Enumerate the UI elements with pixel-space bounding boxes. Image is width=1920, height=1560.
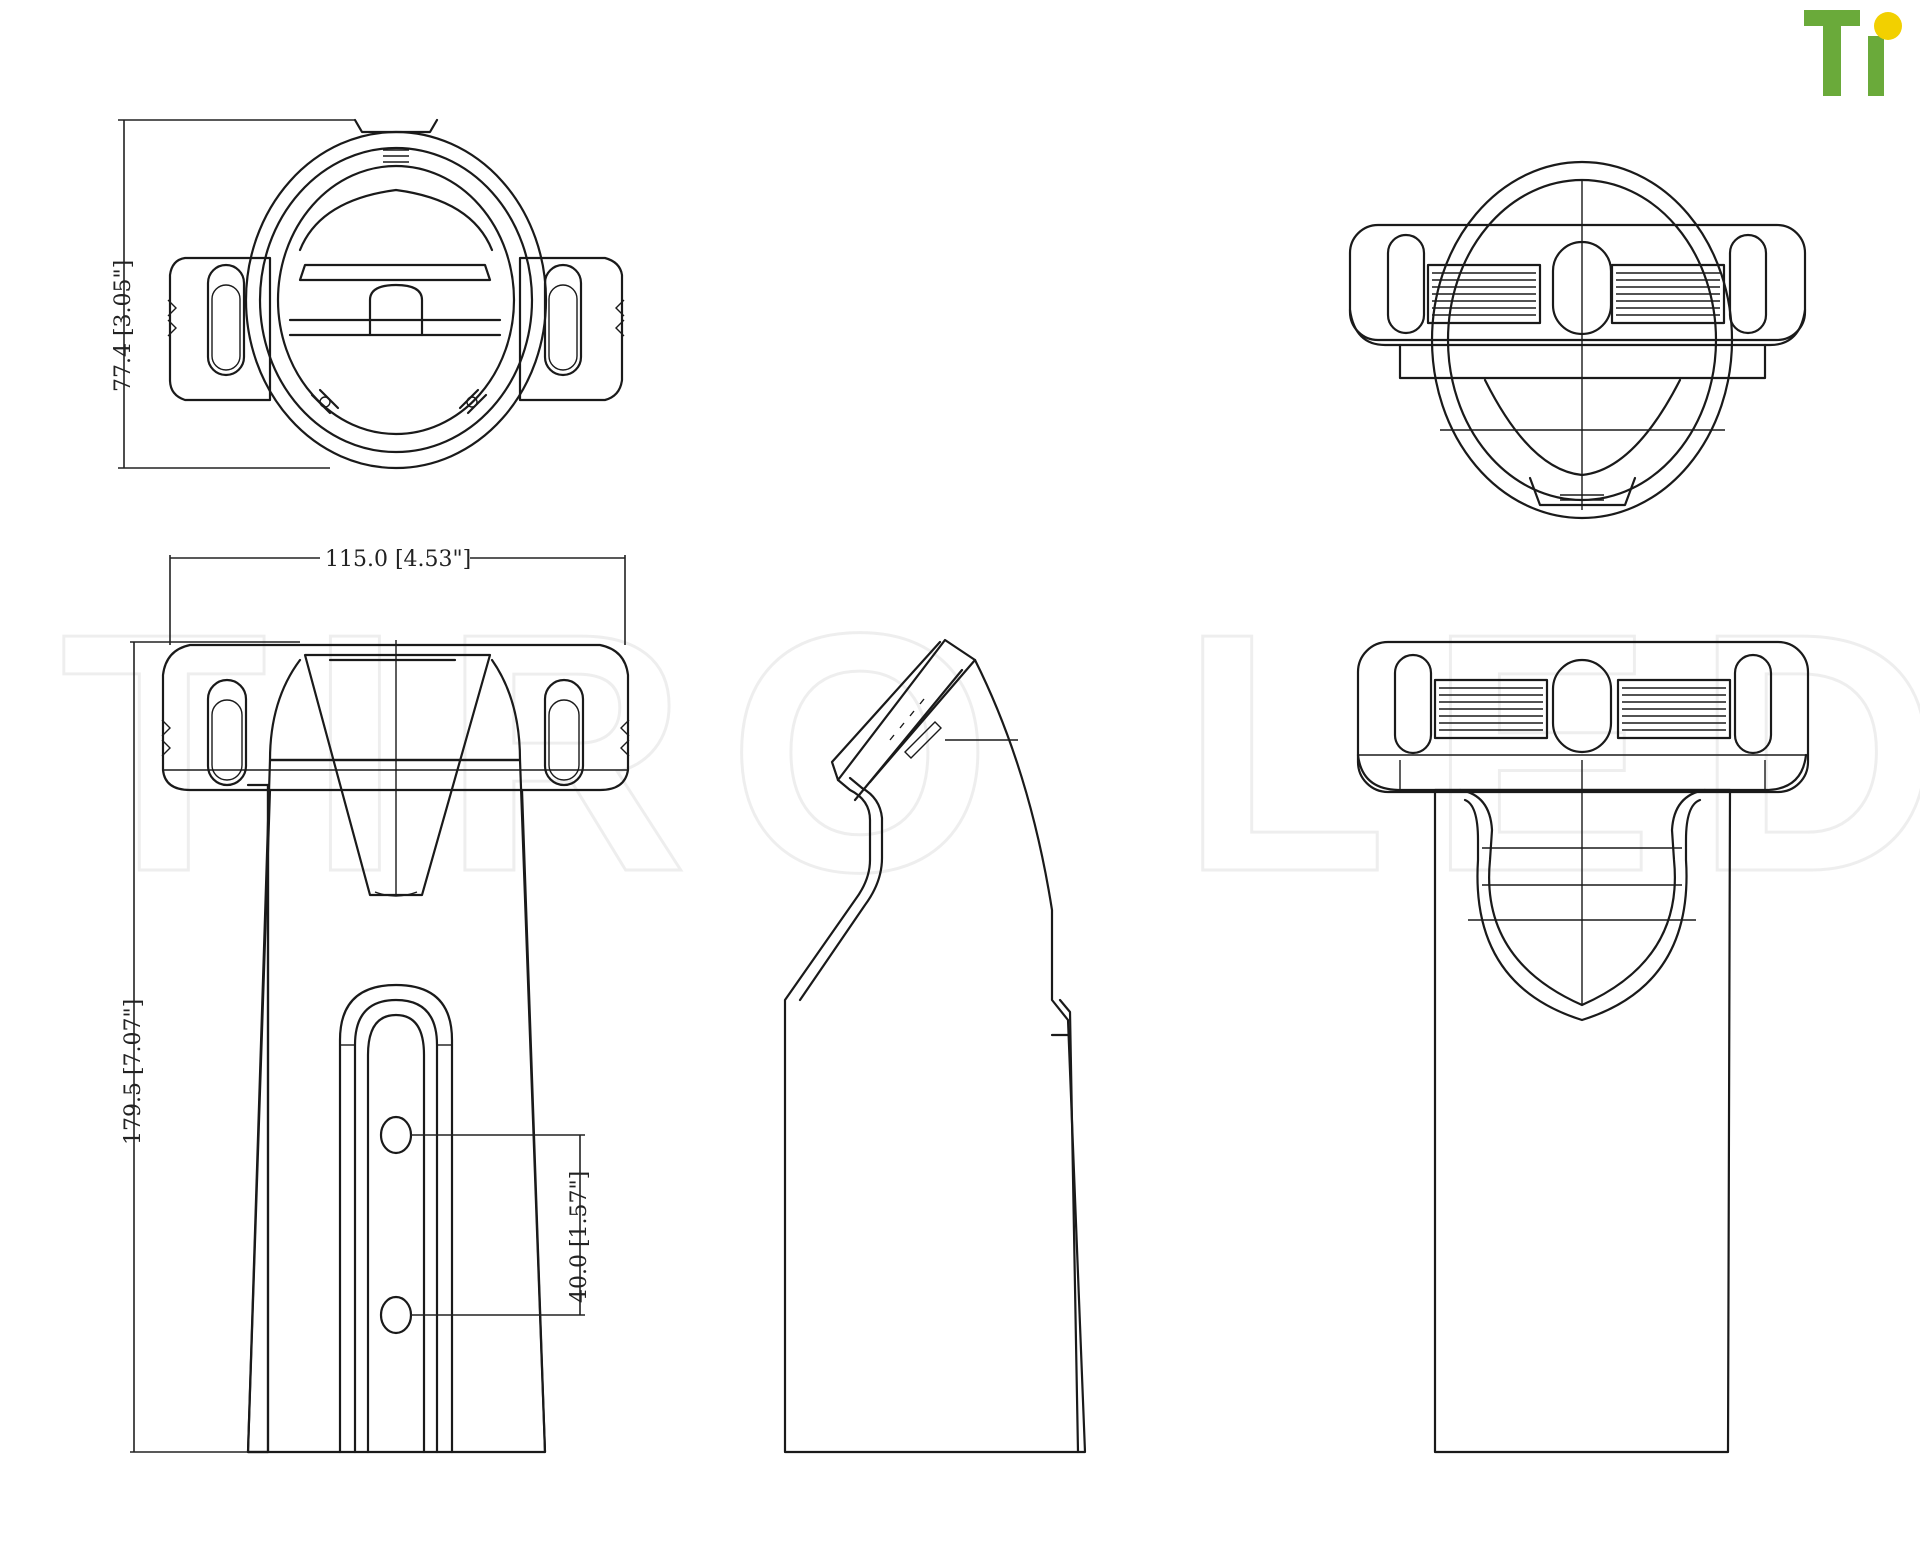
dim-label-height-total: 179.5 [7.07"] xyxy=(121,999,146,1145)
rear-view xyxy=(1356,640,1810,1454)
screw-left xyxy=(310,388,340,415)
dim-label-height-top: 77.4 [3.05"] xyxy=(111,260,136,392)
side-view xyxy=(783,638,1087,1454)
front-view xyxy=(161,640,630,1454)
ti-logo-icon xyxy=(1800,4,1910,96)
mounting-hole-lower xyxy=(379,1295,413,1335)
mounting-hole-upper xyxy=(379,1115,413,1155)
top-view-ring xyxy=(167,118,625,470)
svg-text:LED: LED xyxy=(1180,563,1920,943)
watermark: TIRO LED xyxy=(59,562,1920,945)
dim-width: 115.0 [4.53"] xyxy=(169,547,626,645)
dim-height-top: 77.4 [3.05"] xyxy=(111,119,355,469)
dim-height-total: 179.5 [7.07"] xyxy=(121,641,300,1453)
dim-hole-spacing: 40.0 [1.57"] xyxy=(411,1134,592,1316)
mounting-slot xyxy=(338,983,454,1454)
bottom-view xyxy=(1348,160,1807,520)
dim-label-width: 115.0 [4.53"] xyxy=(325,547,471,572)
vent-left xyxy=(1426,263,1542,325)
rear-vent-right xyxy=(1616,678,1732,740)
vent-right xyxy=(1610,263,1726,325)
rear-vent-left xyxy=(1433,678,1549,740)
screw-right xyxy=(458,388,488,415)
dim-label-hole-spacing: 40.0 [1.57"] xyxy=(567,1171,592,1303)
